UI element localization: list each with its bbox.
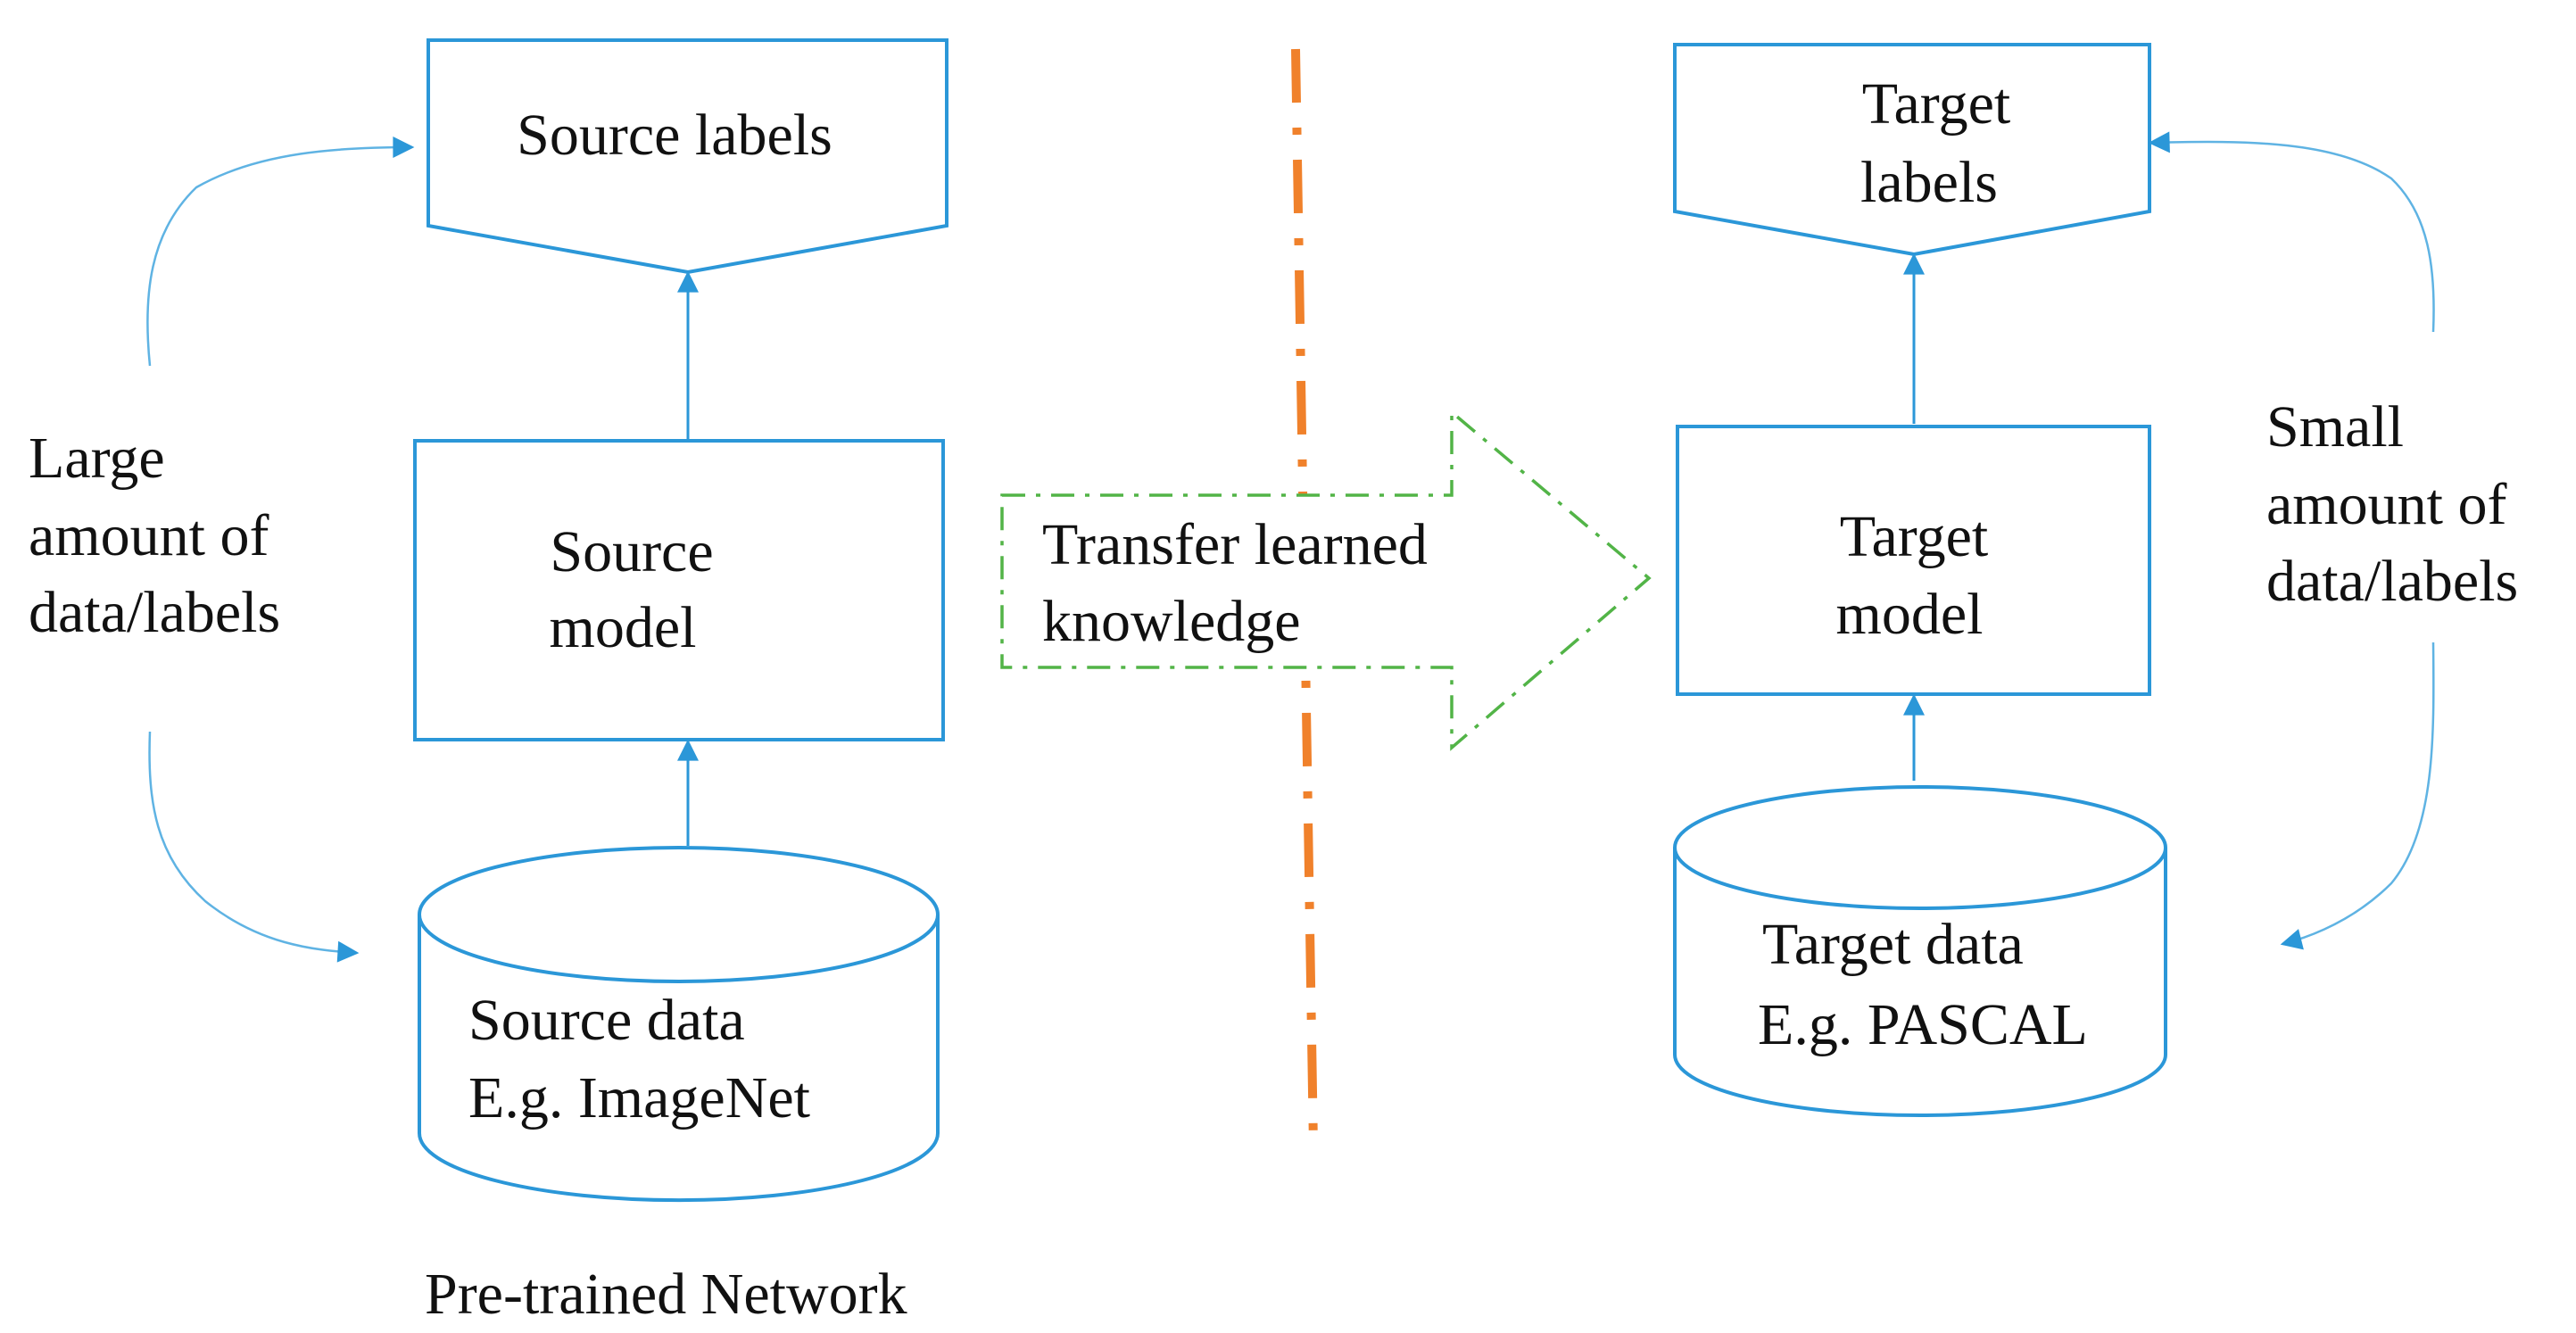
source-curve-up (146, 137, 415, 367)
target-data-line2: E.g. PASCAL (1758, 992, 2088, 1057)
target-curve-down (2280, 642, 2435, 950)
source-model-line1: Source (550, 519, 713, 584)
source-side-line3: data/labels (29, 580, 280, 645)
source-labels-node: Source labels (427, 38, 948, 275)
target-labels-line2: labels (1860, 150, 1998, 215)
source-data-cylinder: Source data E.g. ImageNet (418, 846, 940, 1203)
transfer-line1: Transfer learned (1042, 512, 1428, 577)
pretrained-network-caption: Pre-trained Network (425, 1262, 907, 1327)
source-side-line1: Large (29, 426, 165, 491)
source-side-line2: amount of (29, 503, 269, 568)
source-curve-down (148, 731, 360, 963)
target-model-line2: model (1836, 582, 1984, 647)
target-model-line1: Target (1840, 504, 1988, 569)
target-side-line1: Small (2266, 394, 2404, 460)
source-side-text: Large amount of data/labels (29, 426, 280, 645)
source-data-line1: Source data (468, 988, 745, 1053)
target-data-cylinder: Target data E.g. PASCAL (1673, 785, 2167, 1117)
source-model-line2: model (550, 595, 697, 660)
target-labels-node: Target labels (1673, 43, 2151, 257)
transfer-line2: knowledge (1042, 589, 1301, 654)
transfer-arrow: Transfer learned knowledge (1000, 409, 1652, 751)
source-data-line2: E.g. ImageNet (468, 1065, 810, 1130)
source-labels-text: Source labels (517, 103, 832, 168)
target-side-line3: data/labels (2266, 549, 2518, 614)
target-side-line2: amount of (2266, 472, 2506, 537)
target-data-line1: Target data (1762, 912, 2024, 977)
source-model-node: Source model (413, 439, 945, 741)
target-labels-line1: Target (1862, 71, 2010, 137)
center-divider (1291, 48, 1318, 1147)
target-model-node: Target model (1676, 425, 2151, 696)
target-side-text: Small amount of data/labels (2266, 394, 2518, 614)
target-curve-up (2148, 131, 2435, 333)
